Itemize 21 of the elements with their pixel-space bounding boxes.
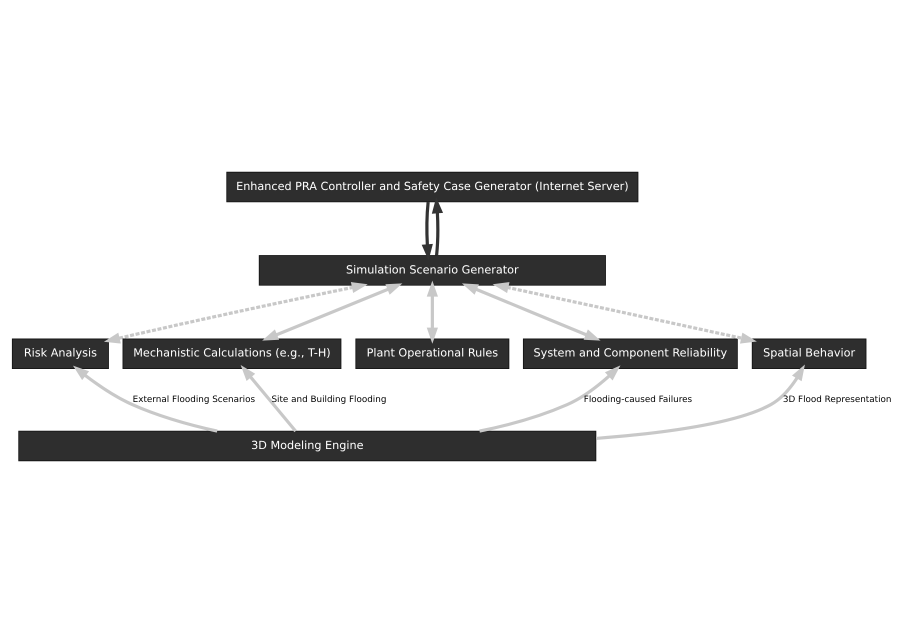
node-box: Enhanced PRA Controller and Safety Case Generator (Internet Server) — [226, 172, 638, 202]
arrow — [72, 366, 218, 433]
edge-label: 3D Flood Representation — [782, 395, 892, 406]
arrow — [479, 365, 620, 433]
edge-label: Site and Building Flooding — [271, 395, 386, 406]
arrow — [262, 283, 402, 341]
arrow — [596, 364, 805, 440]
node-box: Spatial Behavior — [752, 338, 866, 369]
edge-label: Flooding-caused Failures — [584, 395, 692, 406]
node-box: Risk Analysis — [12, 338, 109, 369]
arrow — [104, 282, 368, 344]
node-box: 3D Modeling Engine — [18, 430, 596, 462]
edge-label: External Flooding Scenarios — [132, 395, 256, 406]
node-box: System and Component Reliability — [522, 338, 738, 369]
node-box: Simulation Scenario Generator — [258, 255, 606, 286]
arrow — [240, 365, 297, 432]
arrow — [426, 280, 438, 344]
node-box: Plant Operational Rules — [355, 338, 510, 369]
node-box: Mechanistic Calculations (e.g., T-H) — [122, 338, 342, 369]
arrow — [462, 283, 601, 341]
arrow — [492, 282, 757, 344]
